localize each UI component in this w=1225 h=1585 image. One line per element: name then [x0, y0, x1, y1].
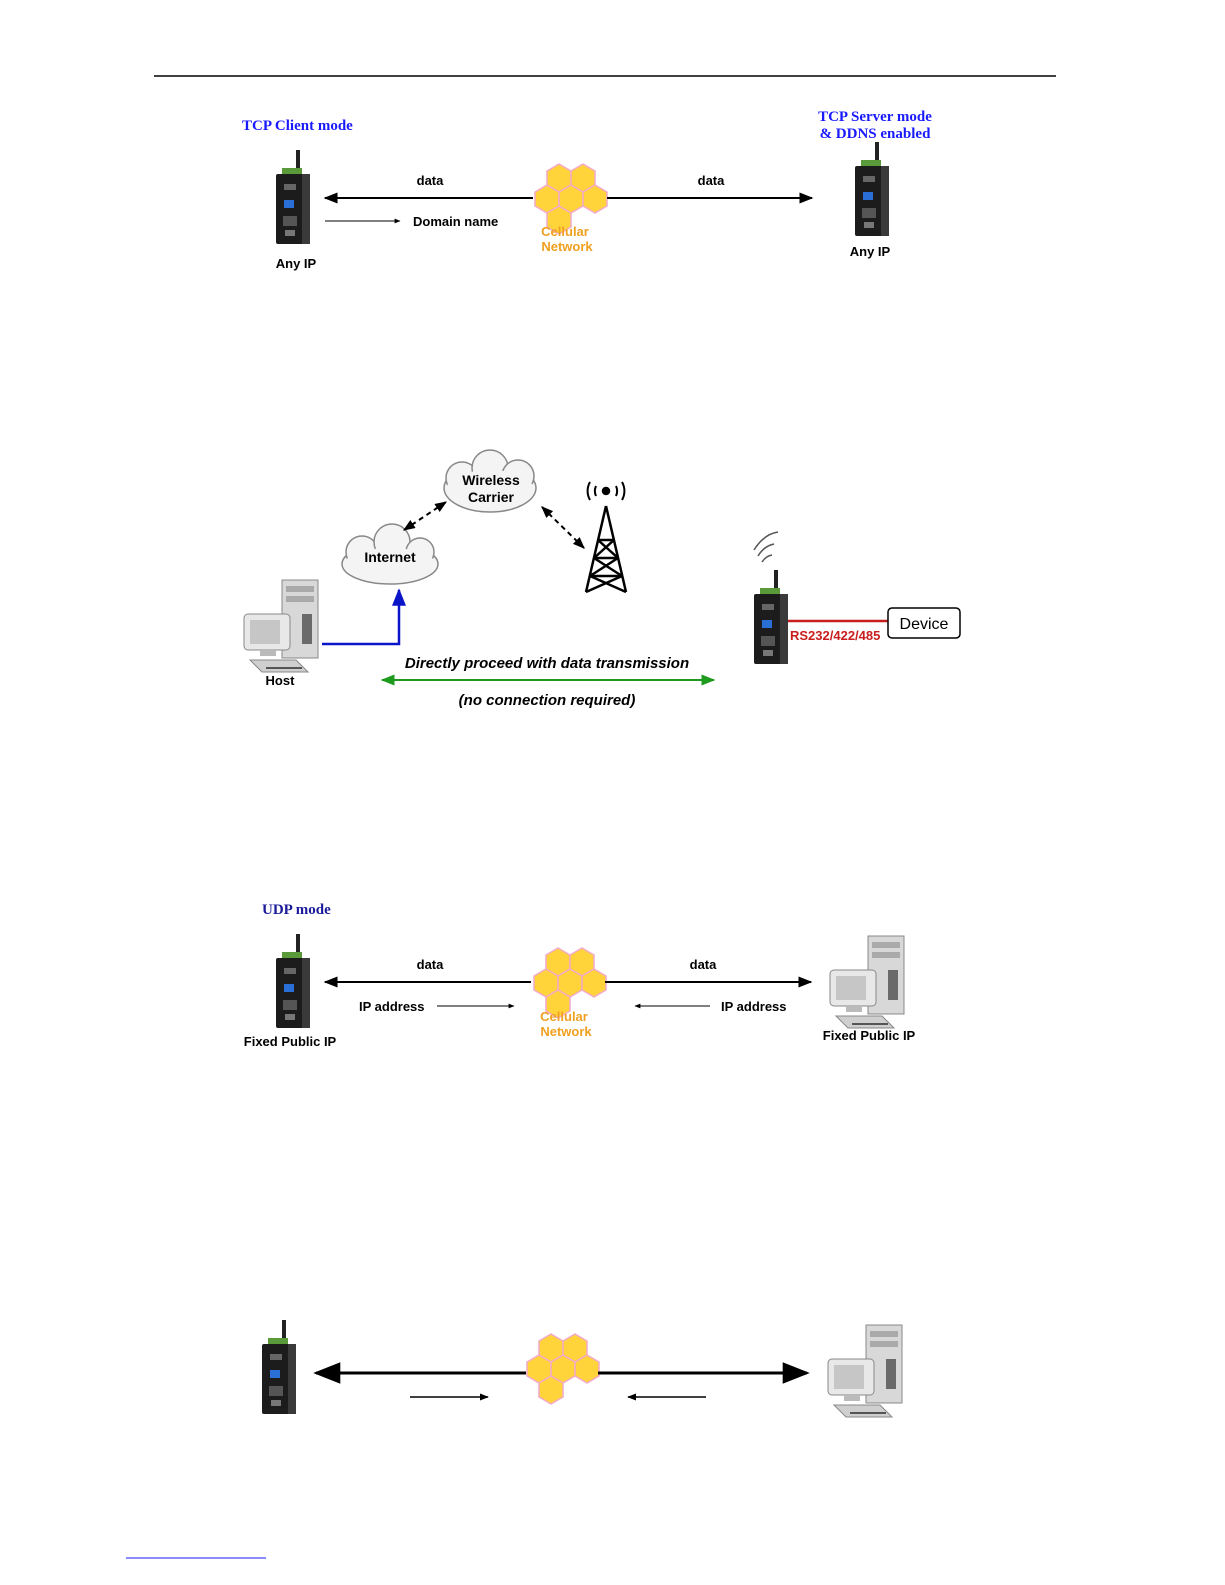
- cellular-network-label-line2: Network: [541, 239, 593, 254]
- gateway-device-icon: [262, 1320, 296, 1414]
- data-label-right: data: [698, 173, 726, 188]
- no-connection-label: (no connection required): [459, 692, 636, 709]
- gateway-device-icon: [754, 570, 788, 664]
- wireless-signal-icon: [753, 531, 779, 563]
- cell-tower-icon: [584, 481, 628, 594]
- wireless-carrier-label-line1: Wireless: [462, 472, 520, 488]
- cellular-network-icon: [527, 1334, 599, 1404]
- data-label-left: data: [417, 957, 445, 972]
- cellular-network-icon: [534, 948, 606, 1018]
- ip-address-label-right: IP address: [721, 999, 787, 1014]
- cellular-network-label-line1: Cellular: [541, 224, 589, 239]
- carrier-tower-link: [541, 506, 585, 549]
- device-caption-left: Any IP: [276, 256, 317, 271]
- device-box: [887, 607, 961, 639]
- host-computer-icon: [243, 579, 319, 673]
- internet-label: Internet: [364, 549, 416, 565]
- tcp-client-title: TCP Client mode: [242, 118, 353, 134]
- wireless-carrier-cloud-icon: [443, 449, 537, 513]
- internet-cloud-icon: [341, 523, 439, 585]
- tcp-server-title-line1: TCP Server mode: [818, 109, 932, 125]
- domain-name-label: Domain name: [413, 214, 498, 229]
- gateway-device-icon: [276, 150, 310, 244]
- fixed-ip-computer-icon: [829, 935, 905, 1029]
- serial-interface-label: RS232/422/485: [790, 628, 880, 643]
- tcp-server-title-line2: & DDNS enabled: [820, 126, 932, 142]
- udp-mode-diagram: UDP mode data data IP address IP address…: [244, 902, 916, 1049]
- host-label: Host: [266, 673, 296, 688]
- cellular-network-label-line2: Network: [540, 1024, 592, 1039]
- transmission-label: Directly proceed with data transmission: [405, 655, 689, 672]
- wireless-carrier-label-line2: Carrier: [468, 489, 514, 505]
- device-caption-right: Fixed Public IP: [823, 1028, 916, 1043]
- tcp-client-server-diagram: TCP Client mode TCP Server mode & DDNS e…: [242, 109, 932, 271]
- device-label: Device: [900, 616, 949, 633]
- device-caption-left: Fixed Public IP: [244, 1034, 337, 1049]
- computer-icon: [827, 1324, 903, 1418]
- unlabeled-connection-diagram: [262, 1320, 903, 1418]
- device-caption-right: Any IP: [850, 244, 891, 259]
- internet-carrier-link: [403, 501, 447, 531]
- host-internet-link: [322, 588, 406, 646]
- cellular-network-label-line1: Cellular: [540, 1009, 588, 1024]
- data-label-left: data: [417, 173, 445, 188]
- gateway-device-icon: [855, 142, 889, 236]
- udp-mode-title: UDP mode: [262, 902, 331, 918]
- gateway-device-icon: [276, 934, 310, 1028]
- data-label-right: data: [690, 957, 718, 972]
- wireless-carrier-diagram: Wireless Carrier Internet: [243, 449, 961, 709]
- ip-address-label-left: IP address: [359, 999, 425, 1014]
